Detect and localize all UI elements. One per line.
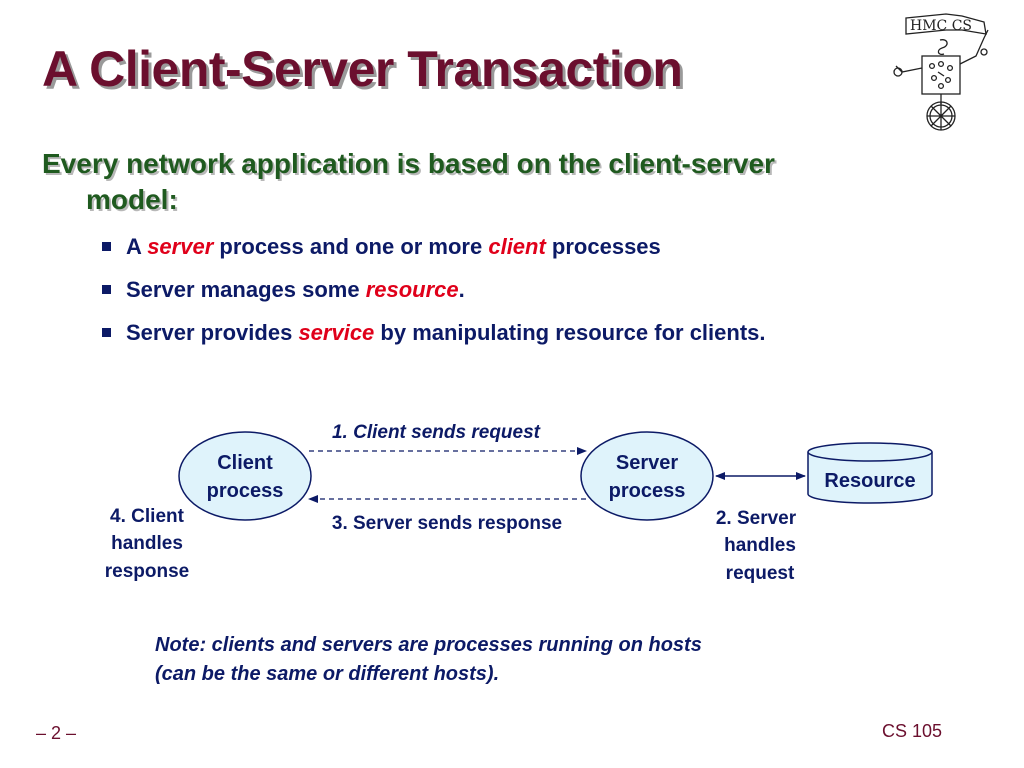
page-number: – 2 – <box>36 723 77 743</box>
note-line2: (can be the same or different hosts). <box>155 663 500 685</box>
client-node-label-line1: Client <box>217 452 273 474</box>
bullet-text: processes <box>545 234 661 259</box>
bullet-list: A server process and one or more client … <box>102 232 766 361</box>
hmc-cs-robot-logo: HMC CS <box>893 13 989 131</box>
slide-title: A Client-Server Transaction <box>42 41 683 97</box>
bullet-item: Server manages some resource. <box>102 275 766 318</box>
server-process-node: Server process <box>580 431 714 521</box>
client-process-node: Client process <box>178 431 312 521</box>
square-bullet-icon <box>102 285 111 294</box>
bullet-text: process and one or more <box>213 234 489 259</box>
logo-text: HMC CS <box>910 18 972 34</box>
bullet-text: . <box>458 277 465 302</box>
square-bullet-icon <box>102 242 111 251</box>
server-node-label-line2: process <box>609 480 686 502</box>
bullet-text: by manipulating resource for clients. <box>374 320 766 345</box>
main-point-line1: Every network application is based on th… <box>42 148 775 179</box>
main-point-line2: model: <box>86 184 178 215</box>
emphasis-text: client <box>488 234 546 259</box>
bullet-item: A server process and one or more client … <box>102 232 766 275</box>
server-node-label-line1: Server <box>616 452 678 474</box>
step4-label-line1: 4. Client <box>110 506 185 527</box>
step3-label: 3. Server sends response <box>332 513 562 534</box>
client-node-label-line2: process <box>207 480 284 502</box>
note: Note: clients and servers are processes … <box>155 631 702 689</box>
emphasis-text: server <box>147 234 214 259</box>
step4-label-line3: response <box>105 561 189 582</box>
main-point: Every network application is based on th… <box>42 146 962 218</box>
resource-node: Resource <box>807 442 933 504</box>
emphasis-text: service <box>298 320 375 345</box>
resource-label: Resource <box>824 470 915 492</box>
bullet-text: A <box>126 234 148 259</box>
step2-label-line2: handles <box>724 535 796 556</box>
step2-label-line1: 2. Server <box>716 508 797 529</box>
bullet-item: Server provides service by manipulating … <box>102 318 766 361</box>
bullet-text: Server manages some <box>126 277 366 302</box>
emphasis-text: resource <box>365 277 459 302</box>
step1-label: 1. Client sends request <box>332 422 541 443</box>
note-line1: Note: clients and servers are processes … <box>155 634 702 656</box>
course-label: CS 105 <box>881 721 942 741</box>
bullet-text: Server provides <box>126 320 299 345</box>
square-bullet-icon <box>102 328 111 337</box>
step4-label-line2: handles <box>111 533 183 554</box>
step2-label-line3: request <box>726 563 795 584</box>
